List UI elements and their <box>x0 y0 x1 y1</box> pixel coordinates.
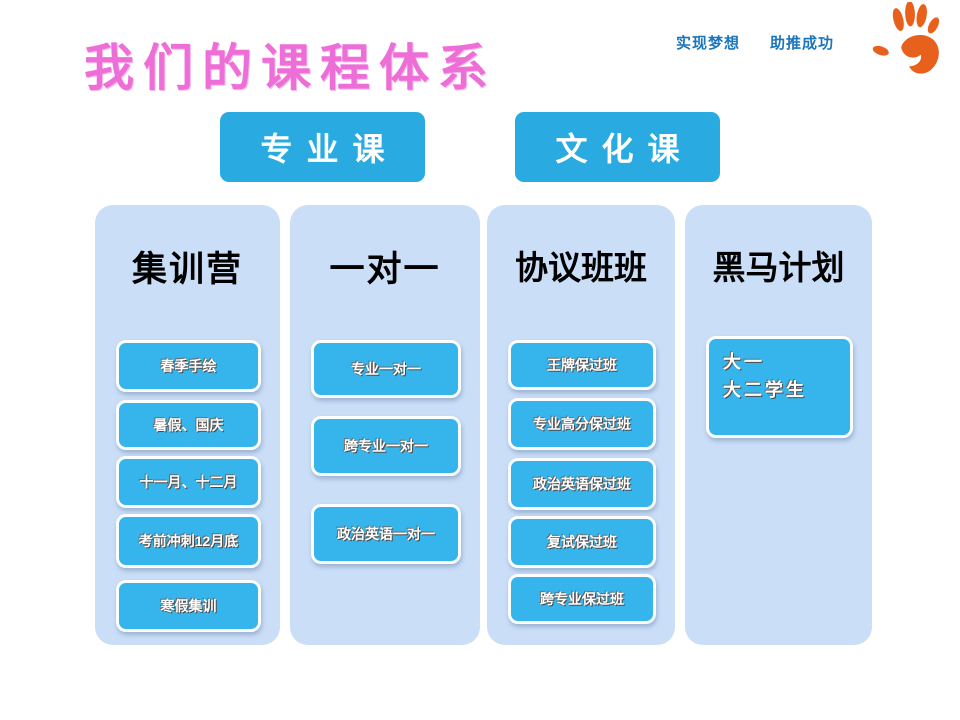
course-item[interactable]: 跨专业一对一 <box>311 416 461 476</box>
column-agreement-class: 协议班班 王牌保过班 专业高分保过班 政治英语保过班 复试保过班 跨专业保过班 <box>487 205 675 645</box>
handprint-logo-icon <box>872 2 940 74</box>
course-item[interactable]: 考前冲刺12月底 <box>116 514 261 568</box>
column-one-on-one: 一对一 专业一对一 跨专业一对一 政治英语一对一 <box>290 205 480 645</box>
column-header: 协议班班 <box>515 248 647 287</box>
course-item[interactable]: 春季手绘 <box>116 340 261 392</box>
course-item[interactable]: 跨专业保过班 <box>508 574 656 624</box>
course-item[interactable]: 专业高分保过班 <box>508 398 656 450</box>
course-item[interactable]: 十一月、十二月 <box>116 456 261 508</box>
column-training-camp: 集训营 春季手绘 暑假、国庆 十一月、十二月 考前冲刺12月底 寒假集训 <box>95 205 280 645</box>
course-item[interactable]: 王牌保过班 <box>508 340 656 390</box>
slogan-success: 助推成功 <box>770 35 835 52</box>
course-item[interactable]: 寒假集训 <box>116 580 261 632</box>
course-item-line: 大二学生 <box>723 379 807 400</box>
slogan-bar: 实现梦想 助推成功 <box>676 32 834 53</box>
course-item[interactable]: 暑假、国庆 <box>116 400 261 450</box>
slogan-dream: 实现梦想 <box>676 35 741 52</box>
course-item[interactable]: 专业一对一 <box>311 340 461 398</box>
course-item[interactable]: 复试保过班 <box>508 516 656 568</box>
column-header: 一对一 <box>329 249 441 290</box>
page-title: 我们的课程体系 <box>84 38 497 97</box>
column-header: 黑马计划 <box>712 248 845 287</box>
culture-course-button[interactable]: 文化课 <box>515 112 720 182</box>
column-header: 集训营 <box>131 249 243 290</box>
professional-course-button[interactable]: 专业课 <box>220 112 425 182</box>
course-item-line: 大一 <box>723 352 765 372</box>
course-item[interactable]: 政治英语保过班 <box>508 458 656 510</box>
column-dark-horse-plan: 黑马计划 大一 大二学生 <box>685 205 872 645</box>
course-item[interactable]: 政治英语一对一 <box>311 504 461 564</box>
course-item[interactable]: 大一 大二学生 <box>706 336 853 438</box>
